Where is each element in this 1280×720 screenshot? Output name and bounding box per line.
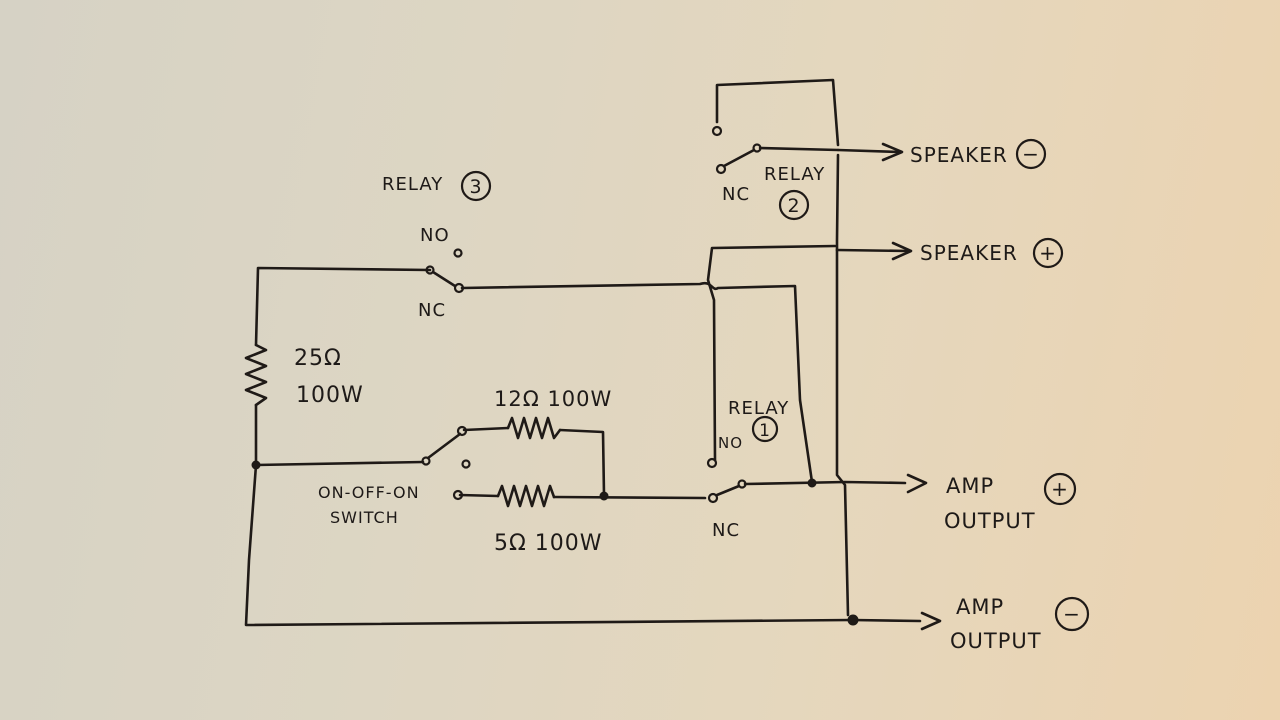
relay2-number-circle	[778, 189, 810, 221]
circled-marks: 3 2 1 − + + −	[460, 138, 1090, 632]
relay1-number-circle	[751, 415, 779, 443]
relay3-common-contact	[425, 265, 435, 275]
arrow-speaker-plus	[891, 241, 913, 261]
wire-5ohm-right	[552, 495, 707, 500]
wire-left-lower	[244, 403, 854, 627]
wire-speaker-minus	[836, 148, 902, 154]
relay1-arm	[715, 484, 741, 497]
switch-middle-contact	[461, 459, 471, 469]
wire-relay2-loop	[715, 78, 840, 147]
resistor-12-ohm	[506, 416, 562, 440]
resistor-5-ohm	[496, 484, 556, 508]
speaker-plus-sign-circle	[1032, 237, 1064, 269]
junction-amp-minus	[847, 614, 859, 626]
amp-plus-sign-circle	[1043, 472, 1077, 506]
wire-to-switch	[254, 460, 425, 467]
relay2-common-wire	[758, 146, 840, 152]
resistor-25-ohm-value: 25Ω	[294, 346, 342, 371]
amp-minus-label-line2: OUTPUT	[950, 629, 1042, 653]
amp-minus-sign: −	[1063, 602, 1081, 626]
amp-plus-sign: +	[1051, 477, 1069, 501]
relay3-title: RELAY	[382, 174, 443, 195]
wire-12ohm-right	[558, 428, 606, 497]
amp-plus-label-line1: AMP	[946, 474, 994, 498]
relay3-arm	[431, 270, 457, 288]
speaker-minus-label: SPEAKER	[910, 143, 1008, 167]
speaker-plus-sign: +	[1039, 241, 1057, 265]
junction-amp-plus	[807, 478, 817, 488]
speaker-minus-sign: −	[1022, 142, 1040, 166]
relay2-no-contact	[711, 125, 723, 137]
junction-left	[251, 460, 261, 470]
labels: RELAY NO NC RELAY NC RELAY NO NC 25Ω 100…	[294, 143, 1042, 653]
resistor-5-ohm-label: 5Ω 100W	[494, 531, 603, 556]
amp-minus-label-line1: AMP	[956, 595, 1004, 619]
wires	[244, 78, 922, 627]
relay3-no-contact	[453, 248, 463, 258]
resistor-12-ohm-label: 12Ω 100W	[494, 387, 612, 411]
relay3-number: 3	[469, 176, 482, 198]
relay1-no-label: NO	[718, 434, 743, 452]
resistors	[244, 343, 562, 508]
relay3-no-label: NO	[420, 225, 450, 246]
relay1-nc-contact	[707, 492, 719, 504]
relay3-number-circle	[460, 170, 492, 202]
resistor-25-ohm	[244, 343, 268, 407]
relay2-arm	[722, 148, 756, 168]
arrows	[881, 142, 942, 631]
relay2-number: 2	[787, 195, 800, 217]
relay2-nc-contact	[715, 163, 727, 175]
arrow-speaker-minus	[881, 142, 904, 162]
switch-label-line1: ON-OFF-ON	[318, 483, 420, 502]
speaker-plus-label: SPEAKER	[920, 241, 1018, 265]
wire-relay1-common	[743, 480, 907, 486]
wire-amp-minus	[850, 618, 922, 623]
arrow-amp-plus	[906, 473, 928, 494]
junction-resistors	[599, 491, 609, 501]
junctions	[251, 460, 859, 626]
wire-top-left	[254, 266, 432, 347]
relay2-nc-label: NC	[722, 184, 750, 205]
relay2-title: RELAY	[764, 164, 825, 185]
speaker-minus-sign-circle	[1015, 138, 1047, 170]
switch-label-line2: SWITCH	[330, 508, 399, 527]
relay1-common-contact	[737, 479, 747, 489]
amp-plus-label-line2: OUTPUT	[944, 509, 1036, 533]
wire-speaker-plus-drop	[706, 244, 837, 462]
contacts	[421, 125, 840, 504]
relay1-title: RELAY	[728, 398, 789, 419]
switch-bottom-contact	[452, 489, 464, 501]
wire-5ohm-left	[458, 493, 500, 498]
switch-common-contact	[421, 456, 431, 466]
wire-relay3-nc	[460, 281, 814, 484]
relay1-nc-label: NC	[712, 520, 740, 541]
amp-minus-sign-circle	[1054, 596, 1090, 632]
wire-12ohm-left	[462, 426, 510, 432]
switch-lever	[426, 432, 462, 460]
wire-speaker-plus	[835, 248, 910, 253]
wire-main-vertical	[835, 153, 850, 617]
relay1-number: 1	[759, 421, 771, 441]
resistor-25-ohm-watts: 100W	[296, 383, 364, 408]
arrow-amp-minus	[920, 611, 942, 631]
switch-top-contact	[456, 425, 468, 437]
relay3-nc-label: NC	[418, 300, 446, 321]
relay3-nc-contact	[453, 282, 465, 294]
relay1-no-contact	[706, 457, 718, 469]
